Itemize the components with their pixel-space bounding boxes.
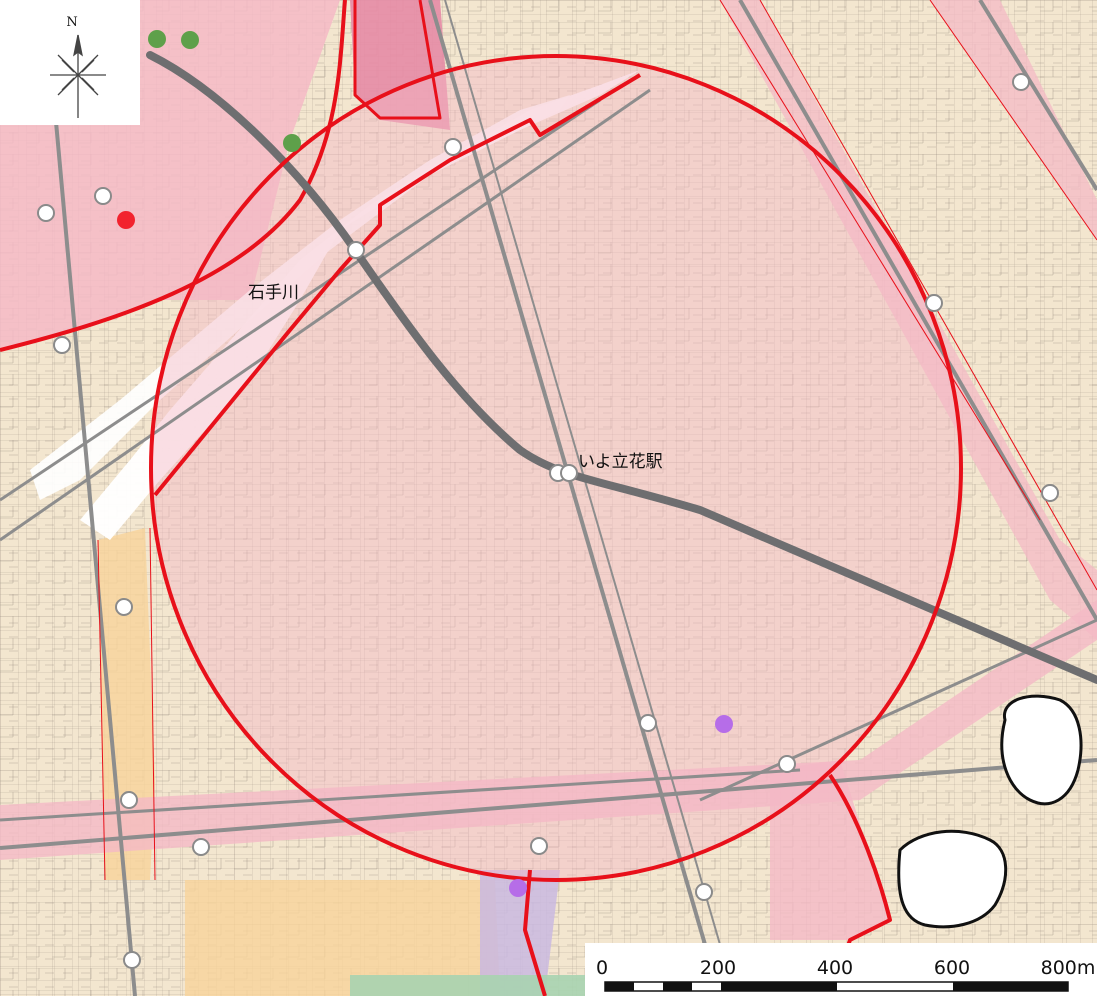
boundary-thin-5 bbox=[149, 527, 156, 881]
zone-lavender-south bbox=[480, 870, 560, 996]
stop-node bbox=[94, 187, 112, 205]
compass-rose-icon bbox=[50, 34, 106, 118]
boundary-southeast bbox=[828, 773, 892, 996]
stop-node bbox=[123, 951, 141, 969]
river-park-area bbox=[80, 70, 640, 540]
north-letter: N bbox=[66, 15, 77, 30]
scale-tick-800: 800m bbox=[1041, 957, 1096, 979]
scale-tick-0: 0 bbox=[596, 957, 608, 979]
stop-node bbox=[115, 598, 133, 616]
boundary-north-center bbox=[353, 0, 442, 120]
scale-tick-400: 400 bbox=[817, 957, 853, 979]
stop-node bbox=[530, 837, 548, 855]
stop-node bbox=[444, 138, 462, 156]
hill-park-southeast bbox=[897, 829, 1008, 929]
stop-node bbox=[120, 791, 138, 809]
hill-park-east bbox=[1000, 694, 1083, 806]
facility-marker-green bbox=[181, 31, 199, 49]
facility-marker-purple bbox=[715, 715, 733, 733]
river-park-area-2 bbox=[30, 95, 570, 500]
stop-node bbox=[347, 241, 365, 259]
scale-tick-600: 600 bbox=[934, 957, 970, 979]
boundary-thin-2 bbox=[759, 0, 1097, 591]
facility-marker-red bbox=[117, 211, 135, 229]
scale-tick-200: 200 bbox=[700, 957, 736, 979]
facility-marker-green bbox=[283, 134, 301, 152]
railway-line bbox=[146, 51, 1097, 684]
scale-bar: 0 200 400 600 800m bbox=[585, 943, 1097, 996]
stop-node bbox=[778, 755, 796, 773]
station-node bbox=[560, 464, 578, 482]
zone-green-south bbox=[350, 975, 600, 996]
boundary-thin-1 bbox=[719, 0, 1041, 521]
stop-node bbox=[925, 294, 943, 312]
boundary-river-edge bbox=[153, 73, 642, 497]
stop-node bbox=[1012, 73, 1030, 91]
north-arrow: N bbox=[0, 0, 140, 125]
boundary-northwest bbox=[0, 0, 347, 352]
facility-marker-green bbox=[148, 30, 166, 48]
zone-pink-diagonal-east bbox=[720, 0, 1097, 640]
boundary-thin-4 bbox=[97, 539, 106, 881]
stops bbox=[37, 73, 1059, 969]
stop-node bbox=[53, 336, 71, 354]
stop-node bbox=[639, 714, 657, 732]
station-label: いよ立花駅 bbox=[578, 452, 663, 472]
stop-node bbox=[1041, 484, 1059, 502]
stop-node bbox=[695, 883, 713, 901]
boundary-south bbox=[523, 869, 547, 996]
zone-orange-west bbox=[98, 528, 155, 880]
zone-orange-south bbox=[185, 880, 500, 996]
boundary-thin-3 bbox=[929, 0, 1097, 241]
station-radius-circle bbox=[149, 54, 963, 882]
river-label: 石手川 bbox=[248, 283, 299, 303]
stop-node bbox=[192, 838, 210, 856]
stop-node bbox=[37, 204, 55, 222]
facility-marker-purple bbox=[509, 879, 527, 897]
zone-pink-southeast bbox=[770, 760, 890, 940]
